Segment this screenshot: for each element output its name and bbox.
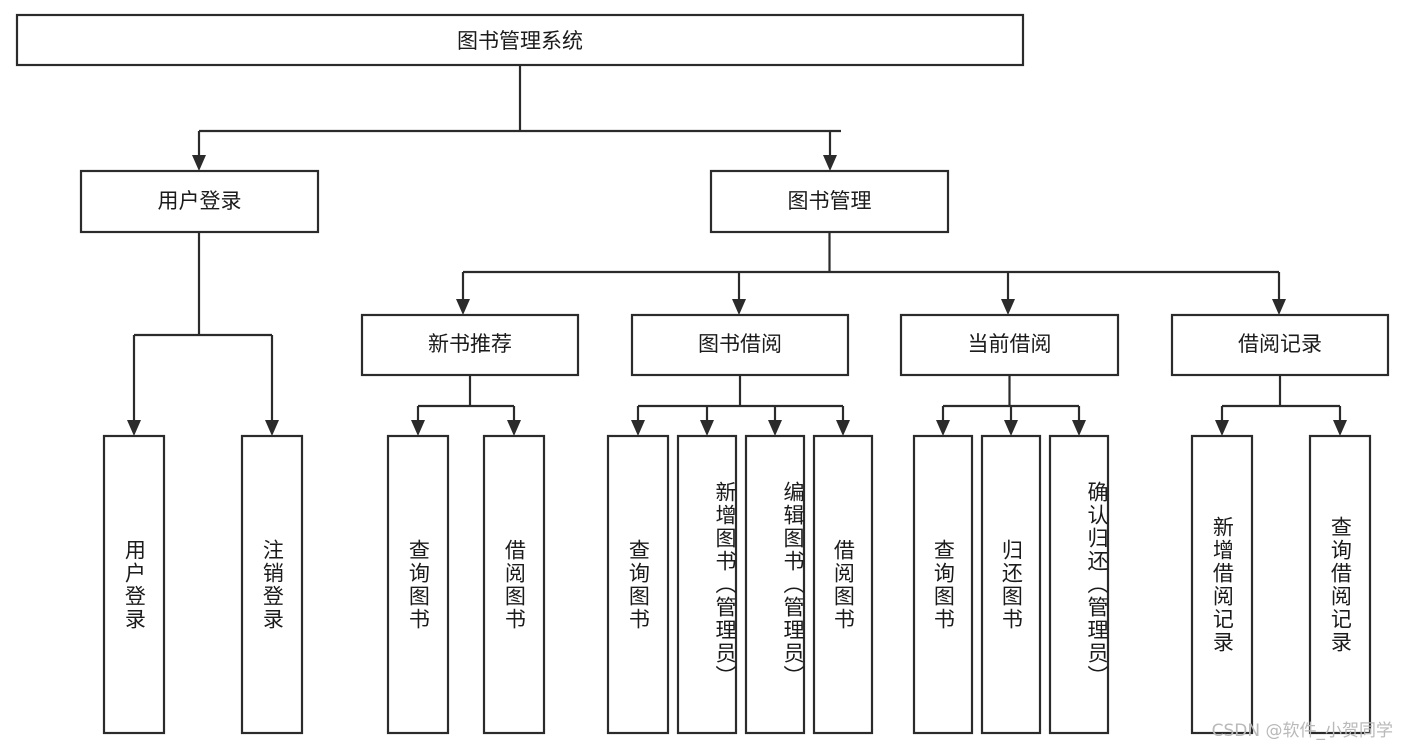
arrow-to-leaf-query-book-3	[936, 420, 950, 436]
leaf-confirm-return-admin-rect[interactable]	[1048, 434, 1110, 735]
arrow-to-book-manage	[823, 155, 837, 171]
node-root-label: 图书管理系统	[457, 29, 583, 53]
node-new-book-recommend[interactable]: 新书推荐	[360, 313, 580, 377]
connector-root-to-level2	[192, 65, 841, 171]
node-new-book-recommend-label: 新书推荐	[428, 332, 512, 356]
arrow-to-leaf-user-login	[127, 420, 141, 436]
node-book-borrow[interactable]: 图书借阅	[630, 313, 850, 377]
leaf-add-borrow-record-rect[interactable]	[1190, 434, 1254, 735]
connector-user-login-to-leaves	[127, 232, 279, 436]
arrow-to-leaf-user-logout	[265, 420, 279, 436]
leaf-query-book-2-rect[interactable]	[606, 434, 670, 735]
leaf-return-book-rect[interactable]	[980, 434, 1042, 735]
watermark-text: CSDN @软件_小贺同学	[1211, 721, 1393, 741]
arrow-to-leaf-add-book-admin	[700, 420, 714, 436]
node-borrow-records[interactable]: 借阅记录	[1170, 313, 1390, 377]
arrow-to-leaf-borrow-book-2	[836, 420, 850, 436]
arrow-to-leaf-query-book-1	[411, 420, 425, 436]
arrow-to-leaf-return-book	[1004, 420, 1018, 436]
arrow-to-leaf-edit-book-admin	[768, 420, 782, 436]
node-root-rect	[15, 13, 1025, 67]
node-book-manage[interactable]: 图书管理	[709, 169, 950, 234]
leaf-add-book-admin-rect[interactable]	[676, 434, 738, 735]
arrow-to-book-borrow	[732, 299, 746, 315]
node-user-login-rect	[79, 169, 320, 234]
connector-book-borrow-to-leaves	[631, 375, 850, 436]
connector-current-borrow-to-leaves	[936, 375, 1086, 436]
leaf-query-borrow-record-rect[interactable]	[1308, 434, 1372, 735]
arrow-to-leaf-borrow-book-1	[507, 420, 521, 436]
leaf-query-book-1-rect[interactable]	[386, 434, 450, 735]
leaf-borrow-book-1-rect[interactable]	[482, 434, 546, 735]
connector-new-book-recommend-to-leaves	[411, 375, 521, 436]
arrow-to-current-borrow	[1001, 299, 1015, 315]
connector-borrow-records-to-leaves	[1215, 375, 1347, 436]
node-new-book-recommend-rect	[360, 313, 580, 377]
leaf-user-logout-rect[interactable]	[240, 434, 304, 735]
node-borrow-records-label: 借阅记录	[1238, 332, 1322, 356]
node-book-manage-label: 图书管理	[788, 189, 872, 213]
arrow-to-leaf-query-borrow-record	[1333, 420, 1347, 436]
connector-book-manage-to-level3	[456, 232, 1286, 315]
node-root[interactable]: 图书管理系统	[15, 13, 1025, 67]
leaf-query-book-3-rect[interactable]	[912, 434, 974, 735]
arrow-to-leaf-confirm-return-admin	[1072, 420, 1086, 436]
leaf-borrow-book-2-rect[interactable]	[812, 434, 874, 735]
arrow-to-new-book-recommend	[456, 299, 470, 315]
node-book-borrow-label: 图书借阅	[698, 332, 782, 356]
arrow-to-borrow-records	[1272, 299, 1286, 315]
node-current-borrow-rect	[899, 313, 1120, 377]
arrow-to-leaf-query-book-2	[631, 420, 645, 436]
arrow-to-leaf-add-borrow-record	[1215, 420, 1229, 436]
leaf-edit-book-admin-rect[interactable]	[744, 434, 806, 735]
node-user-login[interactable]: 用户登录	[79, 169, 320, 234]
leaf-user-login-rect[interactable]	[102, 434, 166, 735]
node-current-borrow[interactable]: 当前借阅	[899, 313, 1120, 377]
node-user-login-label: 用户登录	[158, 189, 242, 213]
node-current-borrow-label: 当前借阅	[968, 332, 1052, 356]
arrow-to-user-login	[192, 155, 206, 171]
